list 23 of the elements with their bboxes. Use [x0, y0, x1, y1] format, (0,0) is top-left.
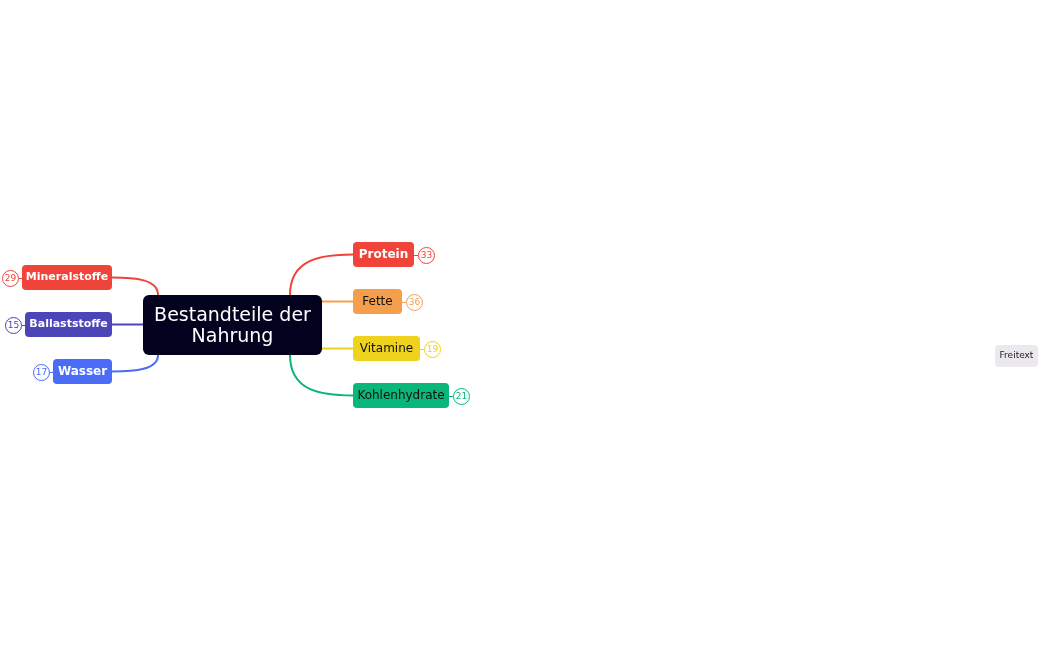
- topic-box: Ballaststoffe: [25, 312, 112, 337]
- connector-line: [111, 323, 144, 326]
- connector-line: [111, 276, 159, 296]
- topic-box: Vitamine: [353, 336, 420, 361]
- topic-box: Kohlenhydrate: [353, 383, 449, 408]
- central-topic-box: Bestandteile der Nahrung: [143, 295, 322, 355]
- topic-box: Mineralstoffe: [22, 265, 112, 290]
- count-badge: 36: [406, 293, 423, 311]
- count-badge: 29: [2, 269, 19, 287]
- count-badge: 17: [33, 363, 50, 381]
- connector-line: [289, 253, 354, 296]
- connector-line: [321, 347, 354, 350]
- count-badge: 21: [453, 387, 470, 405]
- connector-line: [111, 354, 159, 373]
- topic-box: Protein: [353, 242, 414, 267]
- connector-line: [289, 354, 354, 397]
- count-badge: 15: [5, 316, 22, 334]
- connector-line: [321, 300, 354, 303]
- count-badge: 19: [424, 340, 441, 358]
- topic-box: Fette: [353, 289, 402, 314]
- free-text-box: Freitext: [995, 345, 1038, 367]
- count-badge: 33: [418, 246, 435, 264]
- topic-box: Wasser: [53, 359, 112, 384]
